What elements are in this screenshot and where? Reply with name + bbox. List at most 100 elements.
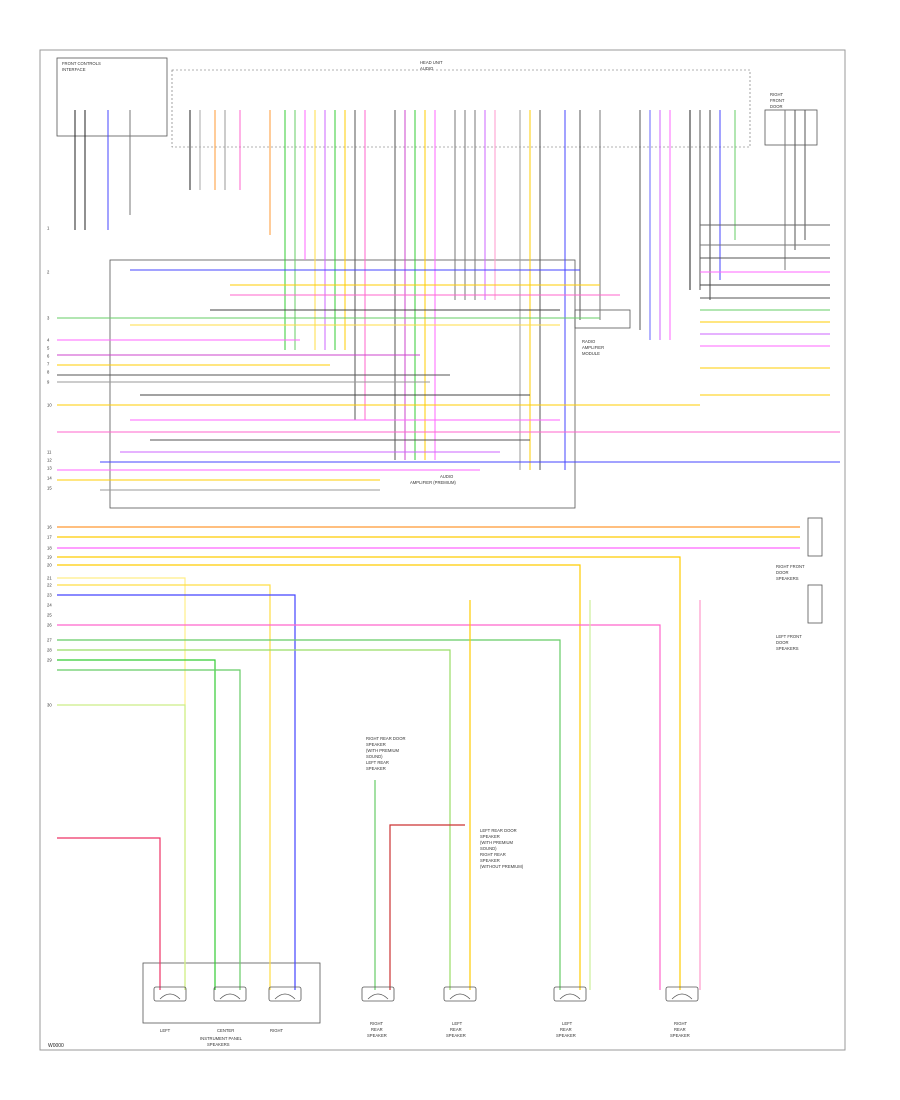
row-label-2: 2 (47, 270, 50, 275)
note-1-line-1: RIGHT REAR DOOR (366, 736, 405, 741)
speaker-symbol-4 (443, 986, 477, 1002)
lf-door-label-3: SPEAKERS (776, 646, 799, 651)
rf-door-label-2: DOOR (776, 570, 789, 575)
row-label-18: 18 (47, 546, 52, 551)
note-2-line-7: (WITHOUT PREMIUM) (480, 864, 524, 869)
row-label-26: 26 (47, 623, 52, 628)
rear-speaker-4-label-3: SPEAKER (670, 1033, 690, 1038)
speaker-symbol-0 (153, 986, 187, 1002)
diagram-frame (39, 49, 846, 1051)
rear-speaker-1-label-2: REAR (371, 1027, 383, 1032)
speaker-feed-wire-4 (57, 564, 581, 990)
note-block-2: LEFT REAR DOOR SPEAKER (WITH PREMIUM SOU… (480, 828, 524, 869)
speaker-symbol-1 (213, 986, 247, 1002)
row-label-10: 10 (47, 403, 52, 408)
rf-door-label-1: RIGHT FRONT (776, 564, 805, 569)
note-1-line-3: (WITH PREMIUM (366, 748, 400, 753)
note-1-line-2: SPEAKER (366, 742, 386, 747)
speaker-feed-wire-13 (57, 704, 186, 990)
wire-layer (57, 110, 840, 990)
speaker-feed-wire-10 (57, 649, 451, 990)
front-controls-box (56, 57, 168, 137)
rear-speaker-1-label-3: SPEAKER (367, 1033, 387, 1038)
note-2-line-1: LEFT REAR DOOR (480, 828, 517, 833)
speaker-feed-wire-8 (57, 624, 661, 990)
row-label-25: 25 (47, 613, 52, 618)
speaker-feed-wire-15 (389, 824, 465, 990)
center-module-label-2: AMPLIFIER (582, 345, 604, 350)
row-label-14: 14 (47, 476, 52, 481)
note-2-line-2: SPEAKER (480, 834, 500, 839)
rear-speaker-1-label-1: RIGHT (370, 1021, 383, 1026)
rear-speaker-4-label-2: REAR (674, 1027, 686, 1032)
speaker-layer (153, 986, 699, 1002)
note-2-line-5: RIGHT REAR (480, 852, 506, 857)
rear-speaker-3-label-2: REAR (560, 1027, 572, 1032)
head-unit-box (171, 69, 751, 148)
right-door-label-1: RIGHT (770, 92, 783, 97)
center-module-box (574, 309, 631, 329)
row-label-30: 30 (47, 703, 52, 708)
center-module-label-3: MODULE (582, 351, 600, 356)
row-label-28: 28 (47, 648, 52, 653)
rear-speaker-2-label-3: SPEAKER (446, 1033, 466, 1038)
speaker-cone-5 (559, 993, 581, 1000)
lf-door-label-1: LEFT FRONT (776, 634, 802, 639)
speaker-symbol-3 (361, 986, 395, 1002)
front-controls-label-1: FRONT CONTROLS (62, 61, 101, 66)
note-1-line-6: SPEAKER (366, 766, 386, 771)
dash-speaker-right-label: RIGHT (270, 1028, 283, 1033)
row-label-29: 29 (47, 658, 52, 663)
right-door-label-2: FRONT (770, 98, 785, 103)
row-label-17: 17 (47, 535, 52, 540)
rear-speaker-2-label-1: LEFT (452, 1021, 463, 1026)
row-label-4: 4 (47, 338, 50, 343)
rear-speaker-3-label-1: LEFT (562, 1021, 573, 1026)
amplifier-module-box (109, 259, 576, 509)
row-label-7: 7 (47, 362, 50, 367)
row-label-8: 8 (47, 370, 50, 375)
speaker-feed-wire-14 (57, 837, 161, 990)
row-label-21: 21 (47, 576, 52, 581)
speaker-symbol-6 (665, 986, 699, 1002)
doc-id: W0000 (48, 1043, 64, 1049)
note-1-line-4: SOUND) (366, 754, 383, 759)
row-label-12: 12 (47, 458, 52, 463)
speaker-cone-2 (274, 993, 296, 1000)
speaker-symbol-2 (268, 986, 302, 1002)
rear-speaker-4-label-1: RIGHT (674, 1021, 687, 1026)
dash-speaker-center-label: CENTER (217, 1028, 234, 1033)
row-label-22: 22 (47, 583, 52, 588)
speaker-cone-1 (219, 993, 241, 1000)
speaker-symbol-5 (553, 986, 587, 1002)
row-label-13: 13 (47, 466, 52, 471)
dash-group-label-1: INSTRUMENT PANEL (200, 1036, 243, 1041)
note-block-1: RIGHT REAR DOOR SPEAKER (WITH PREMIUM SO… (366, 736, 405, 771)
note-2-line-4: SOUND) (480, 846, 497, 851)
row-label-15: 15 (47, 486, 52, 491)
note-2-line-6: SPEAKER (480, 858, 500, 863)
dash-speakers-box (142, 962, 321, 1024)
front-controls-label-2: INTERFACE (62, 67, 86, 72)
speaker-cone-6 (671, 993, 693, 1000)
amp-label-2: AMPLIFIER (PREMIUM) (410, 480, 456, 485)
rear-speaker-3-label-3: SPEAKER (556, 1033, 576, 1038)
row-label-27: 27 (47, 638, 52, 643)
note-2-line-3: (WITH PREMIUM (480, 840, 514, 845)
speaker-feed-wire-3 (57, 556, 681, 990)
lf-door-speaker-connector (807, 584, 823, 624)
rf-door-speaker-connector (807, 517, 823, 557)
right-door-label-3: DOOR (770, 104, 783, 109)
row-label-24: 24 (47, 603, 52, 608)
speaker-feed-wire-9 (57, 639, 561, 990)
row-label-3: 3 (47, 316, 50, 321)
amp-label-1: AUDIO (440, 474, 454, 479)
head-unit-label-2: AUDIO (420, 66, 434, 71)
speaker-feed-wire-6 (57, 584, 271, 990)
note-1-line-5: LEFT REAR (366, 760, 389, 765)
row-label-20: 20 (47, 563, 52, 568)
speaker-feed-wire-11 (57, 659, 216, 990)
speaker-feed-wire-12 (57, 669, 241, 990)
speaker-cone-4 (449, 993, 471, 1000)
row-label-16: 16 (47, 525, 52, 530)
